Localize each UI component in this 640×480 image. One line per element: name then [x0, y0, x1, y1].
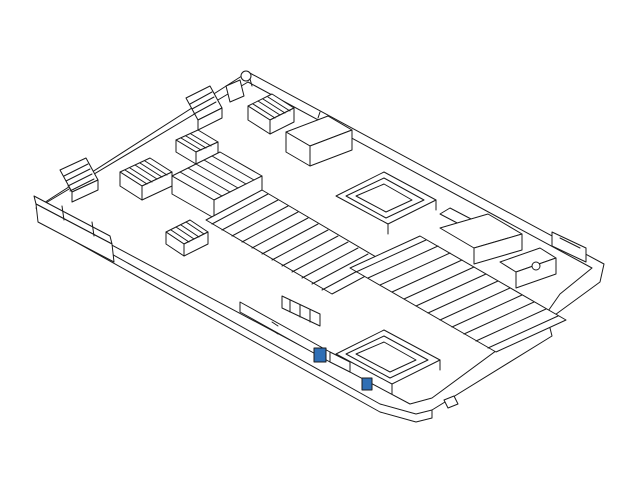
front-rail [239, 301, 351, 373]
heatsink-mid [175, 129, 219, 165]
front-bracket [33, 195, 115, 263]
heatsink-rear-top [247, 93, 295, 135]
front-connector-bottom [281, 295, 321, 327]
blue-touch-point-2 [361, 377, 373, 391]
dimm-bank-b [349, 235, 567, 353]
riser-bracket [285, 111, 353, 167]
blue-touch-point-1 [313, 347, 327, 363]
heatsink-lower [165, 219, 209, 257]
rear-connector-3 [551, 231, 587, 263]
processor-socket-1 [335, 171, 437, 235]
processor-socket-2 [335, 329, 441, 395]
bottom-tab [443, 395, 459, 409]
front-connector-left [59, 157, 99, 203]
rear-connector-1 [439, 213, 523, 265]
heatsink-front-left [119, 157, 173, 201]
rear-connector-2 [499, 247, 557, 289]
front-connector-upper [185, 70, 252, 131]
